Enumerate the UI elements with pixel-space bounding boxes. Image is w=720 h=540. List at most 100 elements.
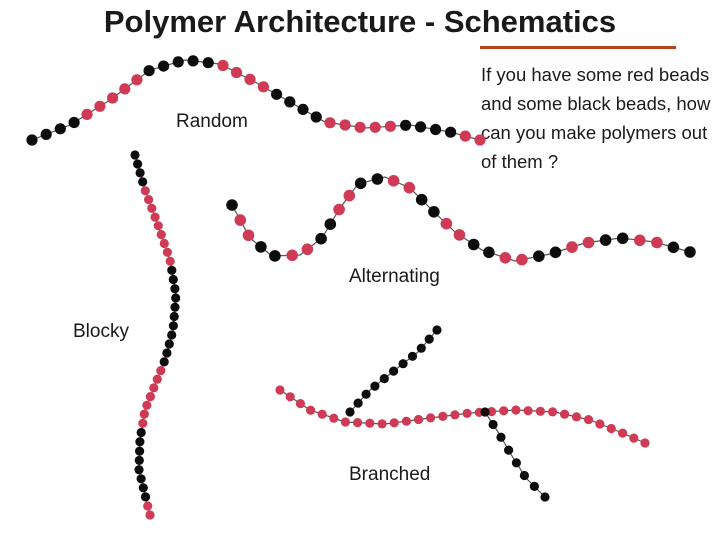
black-bead (167, 265, 177, 275)
red-bead (286, 249, 299, 262)
red-bead (317, 409, 327, 419)
red-bead (149, 383, 159, 393)
red-bead (217, 59, 229, 72)
red-bead (107, 92, 119, 104)
black-bead (488, 419, 498, 430)
red-bead (152, 374, 162, 384)
red-bead (354, 121, 366, 133)
red-bead (618, 428, 628, 438)
black-bead (40, 128, 52, 140)
black-bead (616, 232, 629, 245)
black-bead (26, 134, 38, 146)
red-bead (369, 121, 381, 133)
black-bead (164, 339, 174, 349)
black-bead (371, 173, 384, 185)
red-bead (143, 501, 153, 511)
black-bead (467, 238, 480, 251)
black-bead (407, 351, 418, 361)
black-bead (504, 445, 514, 455)
alternating-strand (231, 176, 691, 262)
black-bead (226, 199, 238, 211)
black-bead (324, 218, 337, 230)
red-bead (548, 407, 558, 417)
red-bead (535, 406, 546, 416)
red-bead (440, 217, 453, 230)
red-bead (339, 119, 351, 131)
title-underline (480, 46, 676, 49)
page-title: Polymer Architecture - Schematics (103, 4, 617, 39)
black-bead (432, 325, 442, 335)
black-bead (483, 246, 495, 259)
black-bead (398, 359, 408, 369)
black-bead (168, 321, 178, 331)
red-bead (301, 243, 314, 256)
label-alternating: Alternating (349, 266, 440, 287)
black-bead (540, 492, 550, 502)
red-bead (499, 251, 512, 264)
black-bead (158, 60, 170, 72)
red-bead (285, 392, 295, 402)
black-bead (297, 103, 309, 115)
red-bead (131, 74, 143, 86)
black-bead (162, 348, 172, 358)
red-bead (234, 214, 247, 226)
red-bead (583, 415, 594, 425)
black-bead (345, 407, 355, 417)
label-blocky: Blocky (73, 321, 129, 342)
alternating-chain (226, 173, 696, 266)
red-bead (257, 81, 269, 93)
red-bead (162, 247, 172, 257)
black-bead (133, 159, 143, 169)
red-bead (462, 408, 472, 418)
black-bead (159, 357, 169, 367)
black-bead (255, 241, 267, 253)
label-branched: Branched (349, 464, 431, 485)
red-bead (147, 203, 157, 213)
black-bead (135, 446, 145, 456)
black-bead (170, 302, 180, 312)
black-bead (134, 455, 144, 465)
branched-backbone-chain (275, 385, 650, 448)
black-bead (415, 121, 427, 133)
black-bead (167, 330, 177, 340)
red-bead (566, 241, 578, 253)
red-bead (333, 203, 345, 216)
red-bead (275, 385, 285, 395)
black-bead (416, 343, 426, 353)
red-bead (634, 234, 646, 247)
red-bead (142, 400, 152, 410)
red-bead (629, 433, 639, 443)
black-bead (169, 311, 179, 322)
black-bead (170, 284, 180, 294)
black-bead (529, 481, 540, 491)
black-bead (353, 398, 363, 408)
black-bead (445, 126, 457, 138)
red-bead (159, 238, 169, 249)
black-bead (684, 246, 696, 258)
red-bead (145, 510, 155, 520)
red-bead (486, 407, 497, 417)
black-bead (480, 407, 490, 417)
red-bead (242, 229, 255, 242)
black-bead (135, 168, 145, 178)
red-bead (165, 256, 175, 266)
red-bead (153, 221, 163, 231)
red-bead (595, 419, 605, 429)
red-bead (144, 195, 154, 205)
black-bead (428, 206, 440, 218)
red-bead (138, 418, 148, 428)
black-bead (354, 177, 367, 190)
red-bead (459, 130, 471, 142)
black-bead (310, 111, 322, 123)
black-bead (415, 193, 428, 206)
blocky-chain (130, 150, 181, 520)
red-bead (413, 414, 424, 425)
black-bead (400, 119, 412, 131)
black-bead (667, 241, 680, 254)
red-bead (403, 181, 416, 194)
red-bead (438, 411, 448, 421)
black-bead (315, 232, 327, 245)
red-bead (523, 406, 533, 416)
red-bead (329, 413, 339, 423)
